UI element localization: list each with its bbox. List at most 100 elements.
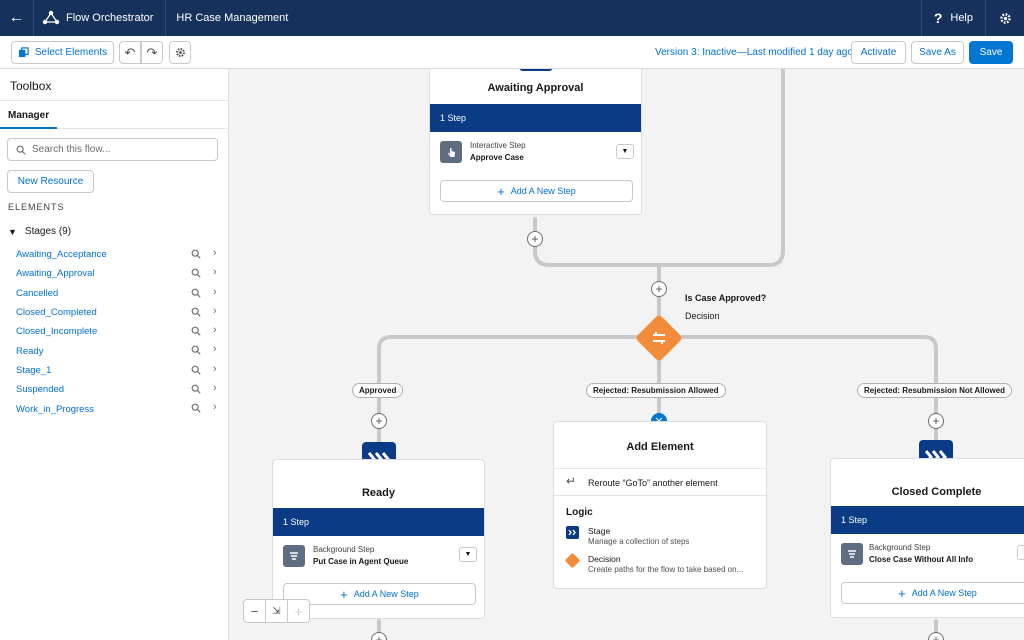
stage-card-closed-complete[interactable]: Closed Complete 1 Step Background Step C… bbox=[830, 458, 1024, 618]
question-icon: ? bbox=[933, 10, 943, 26]
stage-name: Cancelled bbox=[16, 287, 59, 299]
list-item[interactable]: Suspended › bbox=[0, 380, 228, 399]
list-item[interactable]: Stage_1› bbox=[0, 361, 228, 380]
list-item[interactable]: Closed_Incomplete› bbox=[0, 322, 228, 341]
zoom-in-button[interactable]: + bbox=[294, 603, 303, 619]
select-elements-button[interactable]: Select Elements bbox=[11, 41, 114, 64]
step-menu-dropdown[interactable]: ▼ bbox=[459, 547, 477, 562]
chevron-right-icon[interactable]: › bbox=[213, 343, 217, 356]
flow-orchestrator-logo-icon bbox=[42, 10, 60, 25]
back-arrow-icon[interactable]: ← bbox=[0, 0, 34, 36]
decision-icon bbox=[564, 552, 581, 569]
panel-title: Add Element bbox=[626, 441, 694, 453]
interactive-step-icon bbox=[440, 141, 462, 163]
card-title: Ready bbox=[361, 487, 396, 499]
activate-button[interactable]: Activate bbox=[851, 41, 906, 64]
decision-option-label: Decision bbox=[588, 554, 621, 564]
reroute-icon: ↵ bbox=[566, 474, 577, 488]
search-placeholder: Search this flow... bbox=[32, 144, 111, 155]
goto-option[interactable]: ↵ Reroute “GoTo” another element bbox=[554, 468, 766, 496]
list-item[interactable]: Awaiting_Acceptance › bbox=[0, 245, 228, 264]
branch-label-resubmission-allowed[interactable]: Rejected: Resubmission Allowed bbox=[586, 383, 726, 398]
stage-option[interactable]: Stage Manage a collection of steps bbox=[554, 522, 766, 548]
add-element-panel: Add Element ↵ Reroute “GoTo” another ele… bbox=[553, 421, 767, 589]
fit-to-screen-button[interactable]: ⇲ bbox=[266, 600, 288, 622]
stage-name: Work_in_Progress bbox=[16, 403, 94, 415]
stages-heading: Stages (9) bbox=[24, 226, 72, 237]
stage-name: Suspended bbox=[16, 384, 65, 396]
flow-canvas[interactable]: Awaiting Approval 1 Step Interactive Ste… bbox=[229, 69, 1024, 640]
decision-name: Is Case Approved? bbox=[685, 293, 767, 303]
gear-icon bbox=[999, 12, 1011, 24]
undo-button[interactable]: ↶ bbox=[119, 41, 141, 64]
zoom-out-button[interactable]: − bbox=[244, 600, 266, 622]
search-icon[interactable] bbox=[191, 307, 201, 317]
search-icon[interactable] bbox=[191, 288, 201, 298]
list-item[interactable]: Ready› bbox=[0, 341, 228, 360]
save-button[interactable]: Save bbox=[969, 41, 1013, 64]
settings-gear-button[interactable] bbox=[986, 0, 1024, 36]
chevron-right-icon[interactable]: › bbox=[213, 266, 217, 279]
redo-button[interactable]: ↷ bbox=[141, 41, 163, 64]
step-type: Background Step bbox=[869, 543, 931, 552]
decision-option[interactable]: Decision Create paths for the flow to ta… bbox=[554, 550, 766, 576]
version-status: Version 3: Inactive—Last modified 1 day … bbox=[655, 47, 853, 58]
plus-icon: + bbox=[497, 183, 505, 199]
card-title: Awaiting Approval bbox=[487, 82, 584, 94]
chevron-right-icon[interactable]: › bbox=[213, 382, 217, 395]
app-title: Flow Orchestrator bbox=[34, 0, 167, 36]
decision-option-desc: Create paths for the flow to take based … bbox=[588, 565, 744, 574]
add-element-plus-icon[interactable]: + bbox=[371, 413, 387, 429]
help-label: Help bbox=[950, 12, 973, 24]
toolbox-title: Toolbox bbox=[0, 69, 228, 101]
step-menu-dropdown[interactable]: ▼ bbox=[1017, 545, 1024, 560]
stage-name: Awaiting_Acceptance bbox=[16, 249, 107, 261]
stage-card-ready[interactable]: Ready 1 Step Background Step Put Case in… bbox=[272, 459, 485, 619]
list-item[interactable]: Closed_Completed› bbox=[0, 303, 228, 322]
add-element-plus-icon[interactable]: + bbox=[651, 281, 667, 297]
stage-icon bbox=[566, 526, 579, 539]
chevron-right-icon[interactable]: › bbox=[213, 304, 217, 317]
elements-heading: ELEMENTS bbox=[8, 202, 65, 212]
search-icon[interactable] bbox=[191, 268, 201, 278]
stage-list: Awaiting_Acceptance› Awaiting_Approval› … bbox=[0, 245, 228, 419]
chevron-right-icon[interactable]: › bbox=[213, 401, 217, 414]
list-item[interactable]: Awaiting_Approval › bbox=[0, 264, 228, 283]
new-resource-button[interactable]: New Resource bbox=[7, 170, 94, 193]
card-title: Closed Complete bbox=[891, 486, 982, 498]
flow-name: HR Case Management bbox=[176, 12, 289, 24]
list-item[interactable]: Work_in_Progress › bbox=[0, 399, 228, 418]
chevron-right-icon[interactable]: › bbox=[213, 324, 217, 337]
chevron-down-icon: ▼ bbox=[1023, 549, 1024, 556]
search-icon[interactable] bbox=[191, 365, 201, 375]
search-icon[interactable] bbox=[191, 384, 201, 394]
branch-label-approved[interactable]: Approved bbox=[352, 383, 404, 398]
tab-manager[interactable]: Manager bbox=[0, 102, 57, 129]
stages-section-toggle[interactable]: ▼Stages (9) bbox=[8, 226, 71, 237]
branch-label-resubmission-not-allowed[interactable]: Rejected: Resubmission Not Allowed bbox=[857, 383, 1013, 398]
search-icon[interactable] bbox=[191, 403, 201, 413]
add-element-plus-icon[interactable]: + bbox=[928, 413, 944, 429]
add-new-step-button[interactable]: +Add A New Step bbox=[841, 582, 1024, 604]
add-new-step-button[interactable]: +Add A New Step bbox=[283, 583, 476, 605]
search-icon[interactable] bbox=[191, 249, 201, 259]
flow-properties-button[interactable] bbox=[169, 41, 191, 64]
step-count-band: 1 Step bbox=[430, 104, 641, 132]
background-step-icon bbox=[283, 545, 305, 567]
help-button[interactable]: ? Help bbox=[920, 0, 986, 36]
add-element-plus-icon[interactable]: + bbox=[527, 231, 543, 247]
chevron-right-icon[interactable]: › bbox=[213, 247, 217, 259]
search-icon[interactable] bbox=[191, 326, 201, 336]
stage-name: Awaiting_Approval bbox=[16, 268, 95, 280]
chevron-down-icon: ▼ bbox=[621, 148, 629, 155]
chevron-right-icon[interactable]: › bbox=[213, 362, 217, 375]
add-new-step-button[interactable]: +Add A New Step bbox=[440, 180, 633, 202]
search-input[interactable]: Search this flow... bbox=[7, 138, 218, 161]
select-elements-label: Select Elements bbox=[34, 47, 108, 58]
list-item[interactable]: Cancelled › bbox=[0, 284, 228, 303]
chevron-right-icon[interactable]: › bbox=[213, 285, 217, 298]
step-menu-dropdown[interactable]: ▼ bbox=[616, 144, 634, 159]
save-as-button[interactable]: Save As bbox=[911, 41, 964, 64]
stage-card-awaiting-approval[interactable]: Awaiting Approval 1 Step Interactive Ste… bbox=[429, 69, 642, 215]
search-icon[interactable] bbox=[191, 345, 201, 356]
